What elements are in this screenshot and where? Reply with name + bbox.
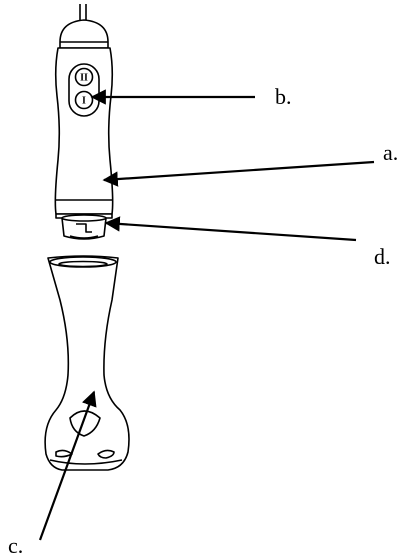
motor-top-cap [59,19,109,49]
shaft-outline [44,255,130,471]
callout-line-a [102,160,375,187]
coupling-connector [61,214,107,240]
callout-line-d [104,216,357,242]
speed-button-2-symbol: II [80,73,88,84]
label-b: b. [275,84,292,109]
speed-button-1[interactable]: I [74,90,94,110]
callout-line-c [38,390,97,541]
speed-button-1-symbol: I [82,96,86,107]
blade-guard [69,410,101,437]
callout-lines [38,89,375,541]
speed-button-2[interactable]: II [74,67,94,87]
blending-shaft [44,255,130,471]
label-d: d. [374,244,391,269]
power-cord [79,4,87,22]
label-a: a. [383,140,398,165]
label-c: c. [8,533,23,558]
guard-window-right [97,449,115,459]
motor-body: II I [54,4,114,219]
coupling-lock-slot [76,223,92,233]
